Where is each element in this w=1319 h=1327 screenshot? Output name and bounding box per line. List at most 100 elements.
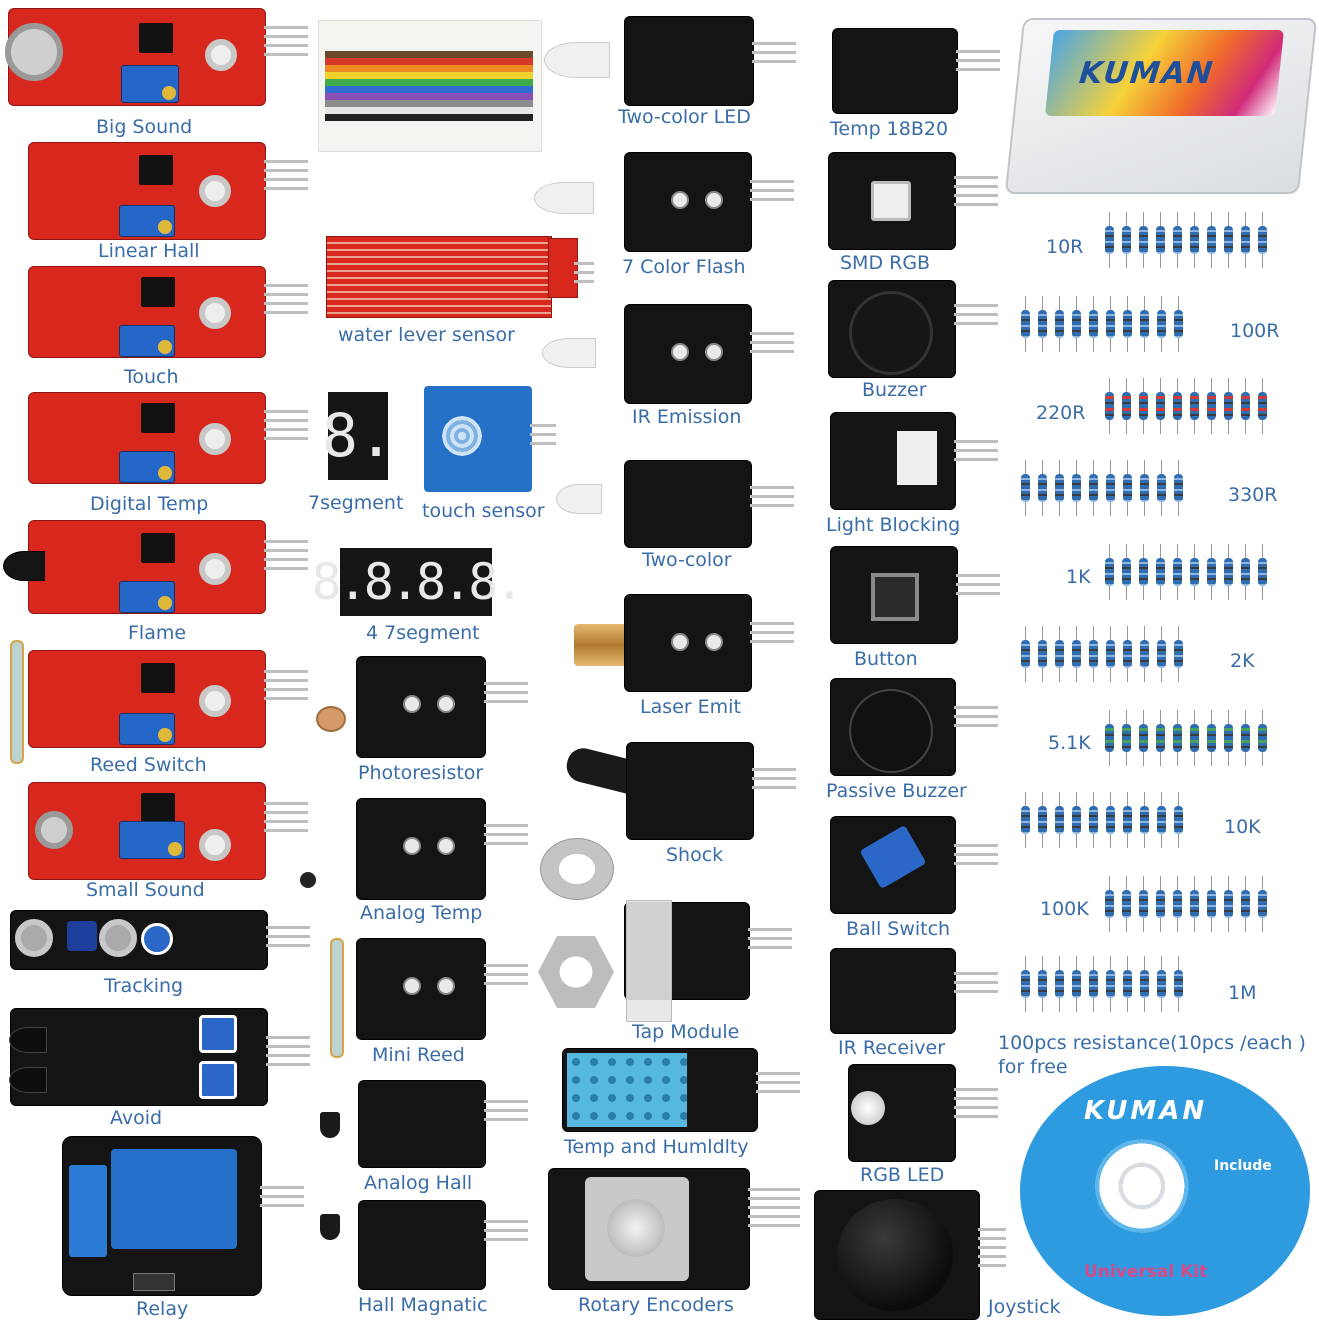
resistor-row-220r bbox=[1104, 378, 1268, 434]
resistor bbox=[1240, 544, 1251, 600]
washer bbox=[540, 838, 614, 900]
resistor-label-10r: 10R bbox=[1046, 236, 1084, 258]
pin-header bbox=[484, 958, 528, 991]
pad bbox=[437, 695, 455, 713]
resistor bbox=[1105, 792, 1116, 848]
pin-header bbox=[264, 664, 308, 706]
comparator-chip bbox=[139, 23, 173, 53]
resistor-row-100k bbox=[1104, 876, 1268, 932]
label-ir-emission: IR Emission bbox=[632, 406, 742, 428]
touch-sensor-board bbox=[424, 386, 532, 492]
big-sound-module bbox=[5, 8, 266, 106]
pin-header bbox=[752, 762, 796, 795]
pad bbox=[671, 191, 689, 209]
pad bbox=[403, 837, 421, 855]
pin-header bbox=[750, 326, 794, 359]
resistor bbox=[1257, 378, 1268, 434]
resistor bbox=[1037, 296, 1048, 352]
label-7segment: 7segment bbox=[308, 492, 404, 514]
label-water-lever-sensor: water lever sensor bbox=[338, 324, 515, 346]
resistor bbox=[1223, 710, 1234, 766]
pad bbox=[671, 343, 689, 361]
resistor bbox=[1037, 956, 1048, 1012]
pad bbox=[403, 695, 421, 713]
led-ring bbox=[205, 39, 237, 71]
terminal-block bbox=[69, 1165, 107, 1257]
resistor bbox=[1206, 212, 1217, 268]
resistor bbox=[1206, 710, 1217, 766]
photoresistor-cell bbox=[316, 706, 346, 732]
pin-header bbox=[574, 256, 594, 289]
resistor bbox=[1223, 212, 1234, 268]
label-temp-humidity: Temp and Humldlty bbox=[564, 1136, 749, 1158]
resistor-label-100r: 100R bbox=[1230, 320, 1280, 342]
resistor bbox=[1121, 212, 1132, 268]
resistor bbox=[1122, 792, 1133, 848]
resistor-caption-line1: 100pcs resistance(10pcs /each ) bbox=[998, 1032, 1306, 1054]
resistor bbox=[1121, 378, 1132, 434]
pin-header bbox=[750, 480, 794, 513]
resistor bbox=[1104, 710, 1115, 766]
resistor bbox=[1037, 792, 1048, 848]
four-digit-seven-segment: 8.8.8.8. bbox=[312, 548, 524, 616]
water-sensor-tab bbox=[548, 238, 578, 298]
resistor bbox=[1223, 876, 1234, 932]
ir-emission-module bbox=[624, 304, 752, 404]
resistor bbox=[1054, 460, 1065, 516]
resistor bbox=[1172, 544, 1183, 600]
temp-humidity-module bbox=[562, 1048, 758, 1132]
analog-temp-module bbox=[356, 798, 486, 900]
two-color-module bbox=[624, 460, 752, 548]
label-mini-reed: Mini Reed bbox=[372, 1044, 465, 1066]
resistor bbox=[1104, 876, 1115, 932]
microphone bbox=[35, 811, 73, 849]
resistor bbox=[1172, 710, 1183, 766]
tracking-sensor bbox=[15, 919, 53, 957]
resistor bbox=[1172, 876, 1183, 932]
flame-sensor-diode bbox=[3, 551, 45, 581]
resistor bbox=[1071, 792, 1082, 848]
resistor bbox=[1121, 710, 1132, 766]
label-small-sound: Small Sound bbox=[86, 879, 205, 901]
pin-header bbox=[954, 1082, 998, 1124]
color-band-stripes bbox=[325, 51, 533, 121]
trim-pot bbox=[199, 1061, 237, 1099]
tilt-ball-switch bbox=[859, 824, 927, 890]
label-button: Button bbox=[854, 648, 918, 670]
resistor bbox=[1122, 956, 1133, 1012]
resistor bbox=[1105, 296, 1116, 352]
resistor bbox=[1206, 544, 1217, 600]
pin-header bbox=[264, 534, 308, 576]
pin-header bbox=[266, 1030, 310, 1072]
resistor bbox=[1121, 876, 1132, 932]
led-ring bbox=[199, 297, 231, 329]
resistor bbox=[1189, 378, 1200, 434]
resistor bbox=[1257, 876, 1268, 932]
resistor bbox=[1139, 626, 1150, 682]
resistor bbox=[1088, 296, 1099, 352]
label-two-color: Two-color bbox=[642, 549, 732, 571]
passive-buzzer-module bbox=[830, 678, 956, 776]
pin-header bbox=[956, 568, 1000, 601]
ir-led-bulb bbox=[542, 338, 596, 368]
resistor bbox=[1189, 544, 1200, 600]
label-analog-temp: Analog Temp bbox=[360, 902, 483, 924]
label-tap-module: Tap Module bbox=[632, 1021, 740, 1043]
pin-header bbox=[264, 796, 308, 838]
resistor bbox=[1105, 956, 1116, 1012]
pin-header bbox=[954, 700, 998, 733]
comparator-chip bbox=[141, 793, 175, 823]
resistor bbox=[1173, 296, 1184, 352]
resistor bbox=[1088, 626, 1099, 682]
hex-nut bbox=[538, 936, 614, 1008]
comparator-chip bbox=[141, 533, 175, 563]
resistor-label-1k: 1K bbox=[1066, 566, 1091, 588]
label-reed-switch: Reed Switch bbox=[90, 754, 207, 776]
resistor-row-100r bbox=[1020, 296, 1184, 352]
potentiometer bbox=[121, 65, 179, 103]
pad bbox=[437, 977, 455, 995]
small-sound-module bbox=[28, 782, 266, 880]
led-ring bbox=[199, 553, 231, 585]
label-tracking: Tracking bbox=[104, 975, 184, 997]
resistor bbox=[1054, 792, 1065, 848]
